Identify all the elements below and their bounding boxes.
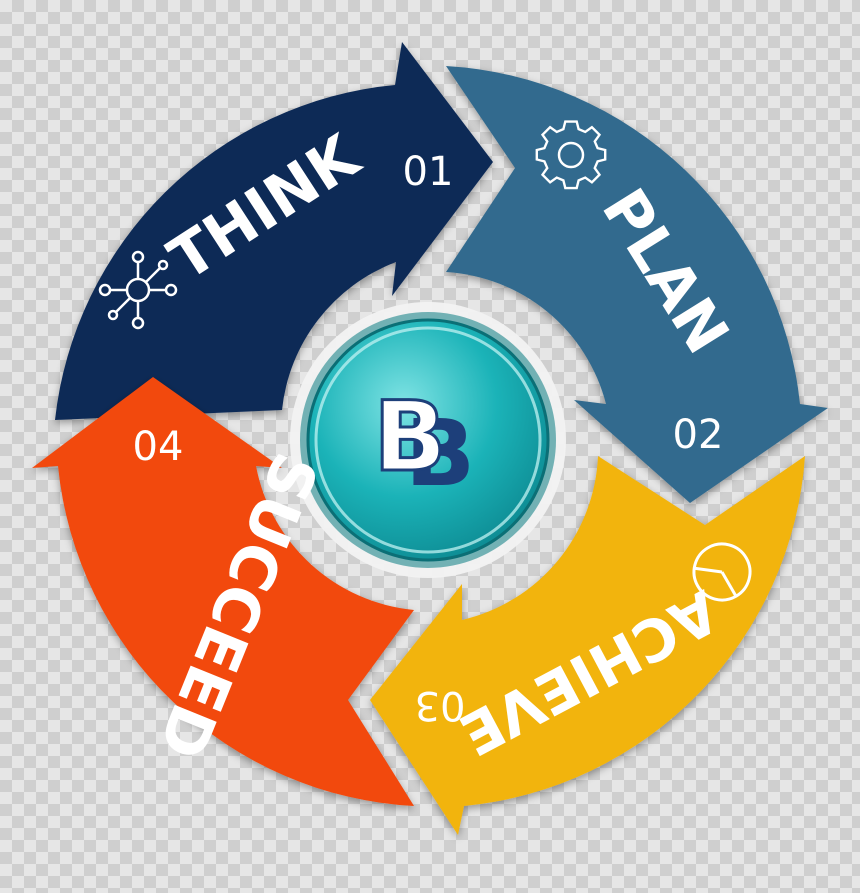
think-arrow-segment [55, 42, 493, 420]
succeed-number: 04 [133, 424, 184, 470]
logo-letter-shadow: B [405, 400, 475, 507]
step-think [55, 42, 493, 420]
step-achieve [370, 456, 805, 835]
gear-icon [535, 120, 607, 190]
pie-chart-icon [692, 542, 752, 602]
logo-letter-main: B [373, 381, 446, 493]
think-number: 01 [403, 149, 454, 195]
achieve-arrow-segment [370, 456, 805, 835]
plan-number: 02 [673, 412, 724, 458]
step-succeed [32, 377, 414, 806]
achieve-number: 03 [415, 682, 466, 728]
succeed-arrow-segment [32, 377, 414, 806]
network-icon [98, 250, 178, 330]
center-logo: B B [290, 302, 566, 578]
